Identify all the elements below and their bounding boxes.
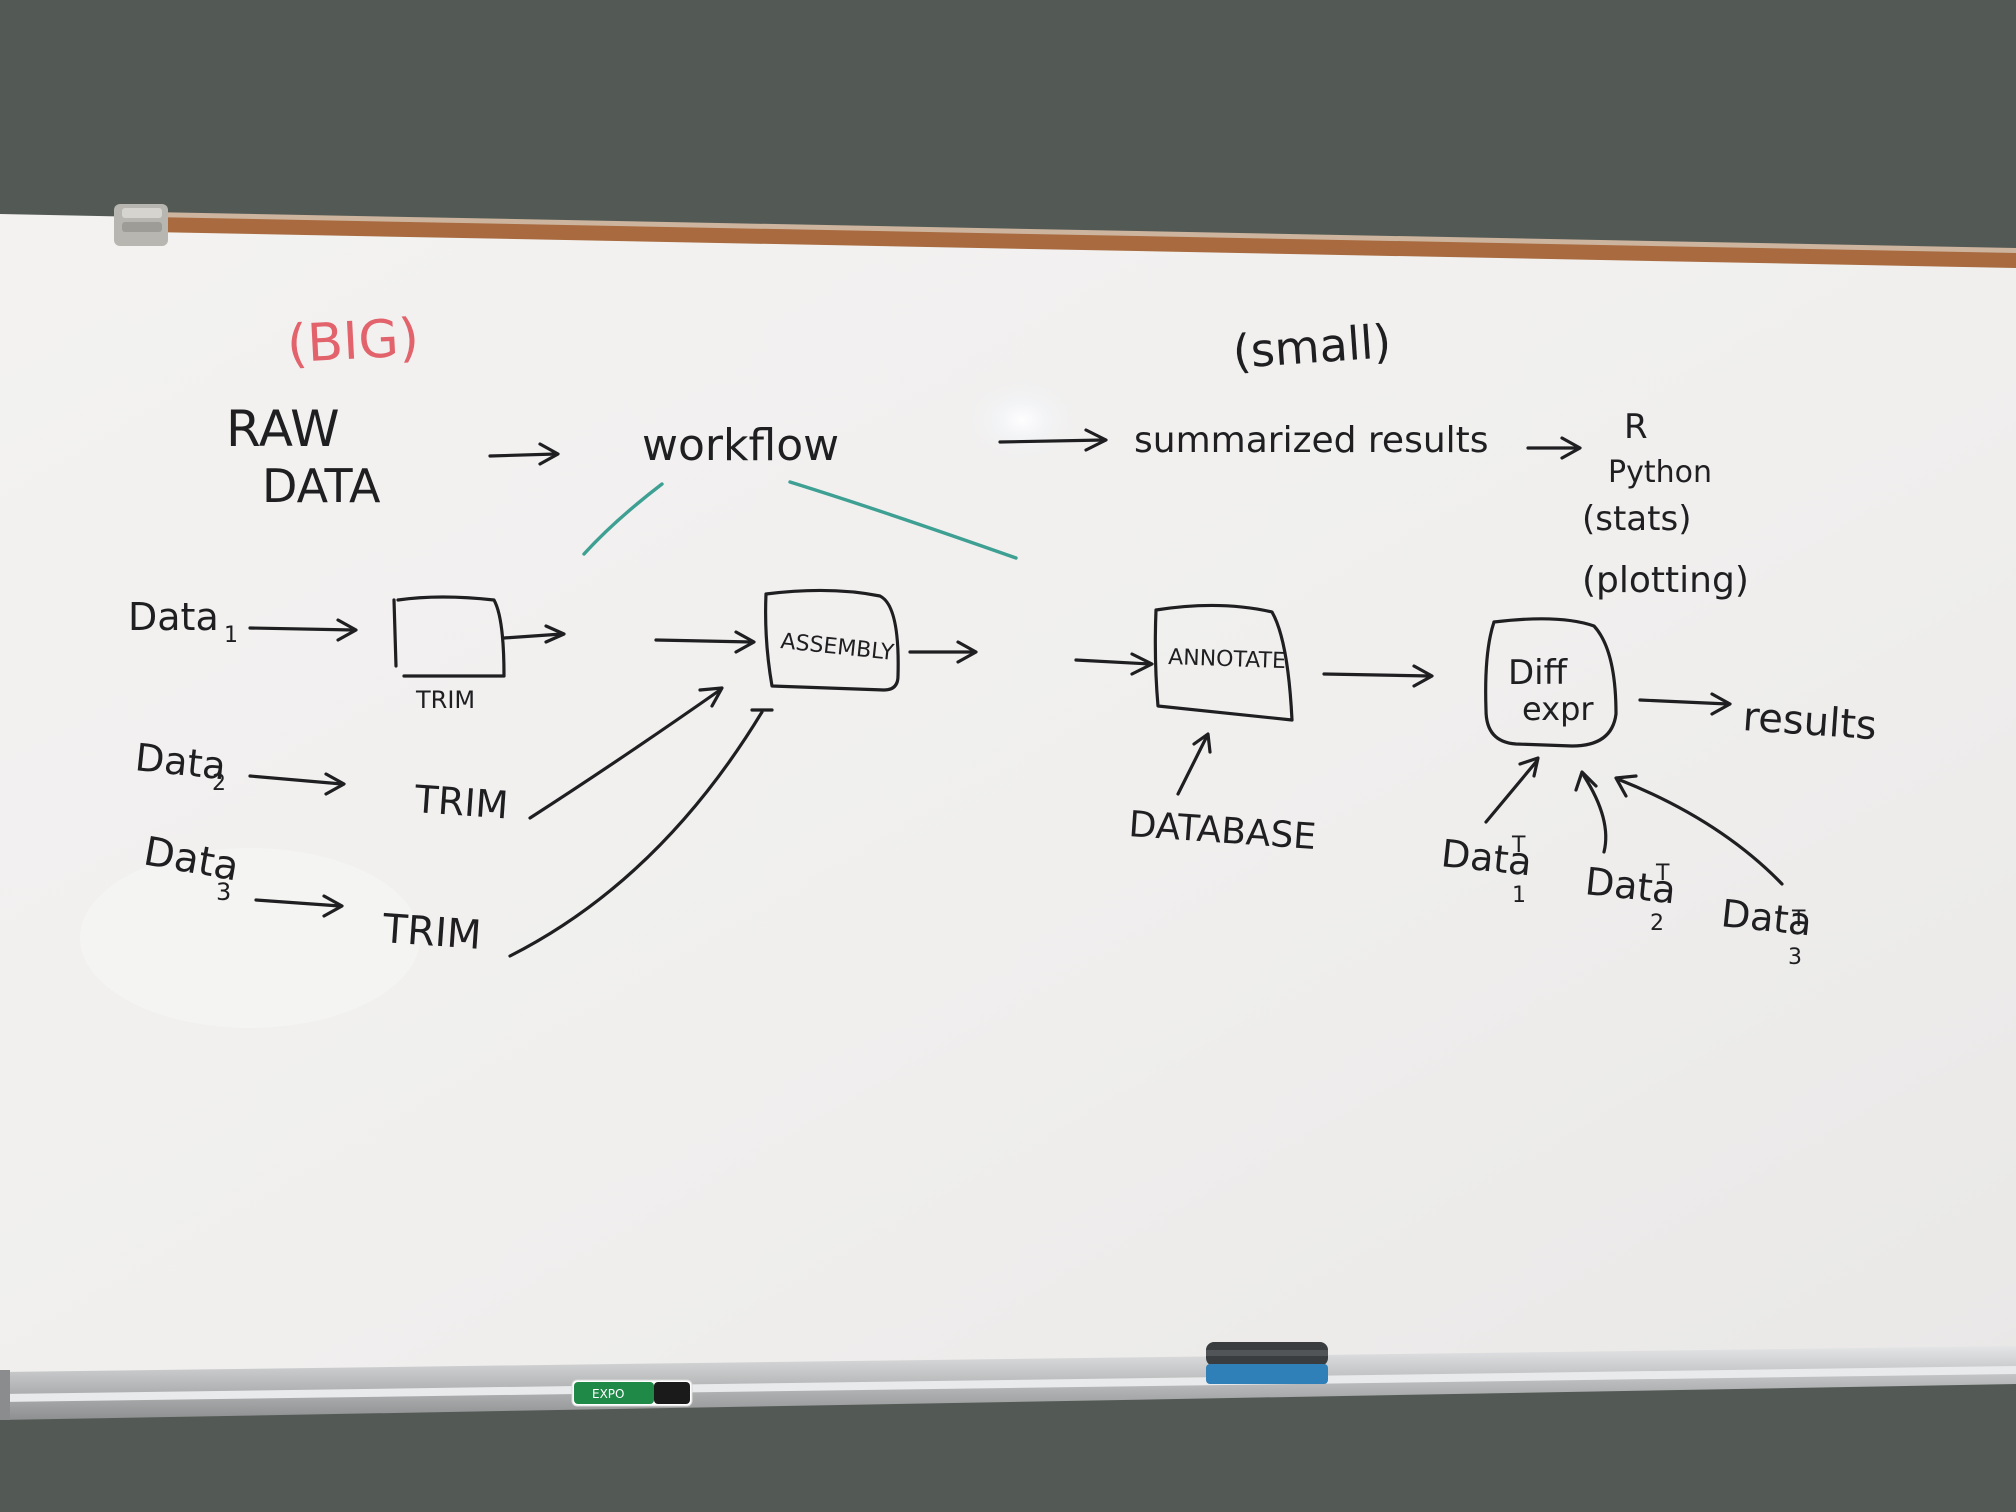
marker-tray-lip xyxy=(0,1366,2016,1402)
eraser[interactable] xyxy=(1206,1342,1328,1384)
test-input-3-sup: T xyxy=(1791,907,1806,932)
assembly-box xyxy=(764,588,900,692)
marker[interactable]: EXPO xyxy=(571,1379,693,1407)
small-note: (small) xyxy=(1231,314,1393,379)
arrow-annotate-to-diff xyxy=(1322,664,1434,688)
arrow-trim-to-assembly xyxy=(654,630,756,654)
curve-trim3-to-assembly xyxy=(508,710,764,958)
results-label: results xyxy=(1741,694,1878,749)
test-input-1-sup: T xyxy=(1511,833,1526,858)
arrow-assembly-out xyxy=(908,640,978,664)
raw-data-line1: RAW xyxy=(226,400,340,458)
workflow-bracket-right xyxy=(788,480,1018,560)
tool-python: Python xyxy=(1608,455,1712,490)
test-input-3-sub: 3 xyxy=(1788,945,1802,970)
whiteboard-surface xyxy=(0,214,2016,1378)
tool-stats: (stats) xyxy=(1582,499,1691,539)
input-2-label: Data xyxy=(133,735,228,788)
test-input-3: Data T 3 xyxy=(1719,891,1814,970)
input-1-label: Data xyxy=(128,595,219,639)
big-note: (BIG) xyxy=(286,308,421,375)
light-glare xyxy=(964,378,1080,462)
input-2: Data 2 xyxy=(133,735,228,796)
arrow-to-annotate xyxy=(1074,652,1154,676)
arrow-test2-to-diff xyxy=(1574,770,1608,854)
curve-trim2-to-assembly xyxy=(528,686,724,820)
test-input-2-sub: 2 xyxy=(1650,911,1664,936)
cork-strip-edge xyxy=(150,212,2016,253)
arrow-summary-to-tools xyxy=(1526,436,1582,460)
test-input-3-label: Data xyxy=(1719,891,1814,944)
input-1: Data 1 xyxy=(128,595,238,648)
diff-expr-line2: expr xyxy=(1522,690,1594,728)
input-2-sub: 2 xyxy=(212,771,226,796)
marker-label: EXPO xyxy=(592,1387,624,1401)
trim-label-2: TRIM xyxy=(412,777,509,827)
map-clip xyxy=(114,204,168,246)
tool-plotting: (plotting) xyxy=(1582,560,1749,601)
input-1-sub: 1 xyxy=(224,623,238,648)
arrow-test3-to-diff xyxy=(1614,774,1784,886)
tool-r: R xyxy=(1624,407,1648,447)
arrow-data3-to-trim xyxy=(254,894,344,918)
test-input-1-sub: 1 xyxy=(1512,883,1526,908)
input-3-sub: 3 xyxy=(216,878,231,906)
annotate-box xyxy=(1153,603,1294,722)
arrow-diff-to-results xyxy=(1638,692,1732,716)
test-input-1-label: Data xyxy=(1439,831,1534,884)
cork-strip xyxy=(150,216,2016,268)
annotate-label: ANNOTATE xyxy=(1168,645,1287,674)
arrow-data2-to-trim xyxy=(248,772,346,796)
arrow-workflow-to-summary xyxy=(998,428,1108,452)
light-glare-soft xyxy=(80,848,420,1028)
diff-expr-box xyxy=(1484,617,1618,748)
workflow-bracket-left xyxy=(582,482,664,556)
arrow-database-to-annotate xyxy=(1176,732,1212,796)
summarized-results: summarized results xyxy=(1134,420,1489,461)
test-input-1: Data T 1 xyxy=(1439,831,1534,908)
test-input-2-label: Data xyxy=(1583,859,1678,912)
raw-data-line2: DATA xyxy=(262,459,381,513)
trim-box-1 xyxy=(392,595,566,678)
arrow-test1-to-diff xyxy=(1484,756,1540,824)
trim-label-3: TRIM xyxy=(380,906,483,959)
test-input-2: Data T 2 xyxy=(1583,859,1678,936)
arrow-data1-to-trim xyxy=(248,618,358,642)
test-input-2-sup: T xyxy=(1655,861,1670,886)
workflow-label: workflow xyxy=(642,420,839,471)
diff-expr-line1: Diff xyxy=(1508,653,1569,693)
trim-label-1: TRIM xyxy=(415,686,475,714)
tray-end-cap xyxy=(0,1370,10,1420)
arrow-raw-to-workflow xyxy=(488,442,560,466)
